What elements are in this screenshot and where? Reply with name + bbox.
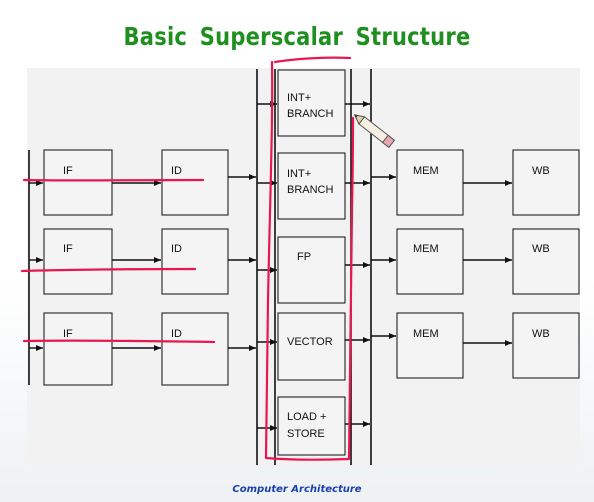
exec-unit-4-line-1: VECTOR xyxy=(287,336,333,348)
wb-stage-box xyxy=(512,149,580,216)
pen-annotations xyxy=(20,56,355,461)
pipeline-row-3: IF ID MEM WB xyxy=(29,312,580,386)
int-branch-unit-2 xyxy=(277,152,346,220)
mem-stage-label: MEM xyxy=(413,243,439,255)
id-stage-label: ID xyxy=(171,328,182,340)
mem-stage-box xyxy=(396,228,464,295)
exec-unit-1-line-1: INT+ xyxy=(287,92,311,104)
load-store-unit xyxy=(277,396,346,456)
slide-footer: Computer Architecture xyxy=(232,484,362,495)
id-stage-label: ID xyxy=(171,243,182,255)
annotation-underline-row-3 xyxy=(22,339,216,344)
execution-units: INT+ BRANCH INT+ BRANCH FP VECTOR LOAD +… xyxy=(257,69,370,456)
pencil-icon xyxy=(353,114,396,149)
vector-unit xyxy=(277,312,346,381)
annotation-exec-top xyxy=(273,56,352,64)
mem-stage-box xyxy=(396,149,464,216)
if-stage-label: IF xyxy=(63,328,73,340)
annotation-exec-outline xyxy=(264,60,355,461)
exec-unit-2-line-2: BRANCH xyxy=(287,184,334,196)
exec-unit-3-line-1: FP xyxy=(297,251,311,263)
exec-unit-2-line-1: INT+ xyxy=(287,168,311,180)
if-stage-box xyxy=(43,149,113,216)
mem-stage-label: MEM xyxy=(413,328,439,340)
id-stage-box xyxy=(161,228,229,295)
wb-stage-label: WB xyxy=(532,165,550,177)
mem-stage-label: MEM xyxy=(413,165,439,177)
pipeline-row-1: IF ID MEM WB xyxy=(29,149,580,216)
pipeline-row-2: IF ID MEM WB xyxy=(29,228,580,295)
slide-title: Basic Superscalar Structure xyxy=(123,22,471,51)
annotation-underline-row-2 xyxy=(20,267,197,273)
exec-unit-5-line-2: STORE xyxy=(287,428,325,440)
mem-stage-box xyxy=(396,312,464,379)
exec-unit-5-line-1: LOAD + xyxy=(287,411,326,423)
if-stage-box xyxy=(43,228,113,295)
wb-stage-box xyxy=(512,228,580,295)
fp-unit xyxy=(277,236,346,304)
wb-stage-label: WB xyxy=(532,328,550,340)
int-branch-unit-1 xyxy=(277,69,346,137)
if-stage-label: IF xyxy=(63,243,73,255)
wb-stage-box xyxy=(512,312,580,379)
if-stage-box xyxy=(43,312,113,386)
wb-stage-label: WB xyxy=(532,243,550,255)
id-stage-box xyxy=(161,149,229,216)
if-stage-label: IF xyxy=(63,165,73,177)
exec-unit-1-line-2: BRANCH xyxy=(287,108,334,120)
id-stage-box xyxy=(161,312,229,386)
id-stage-label: ID xyxy=(171,165,182,177)
